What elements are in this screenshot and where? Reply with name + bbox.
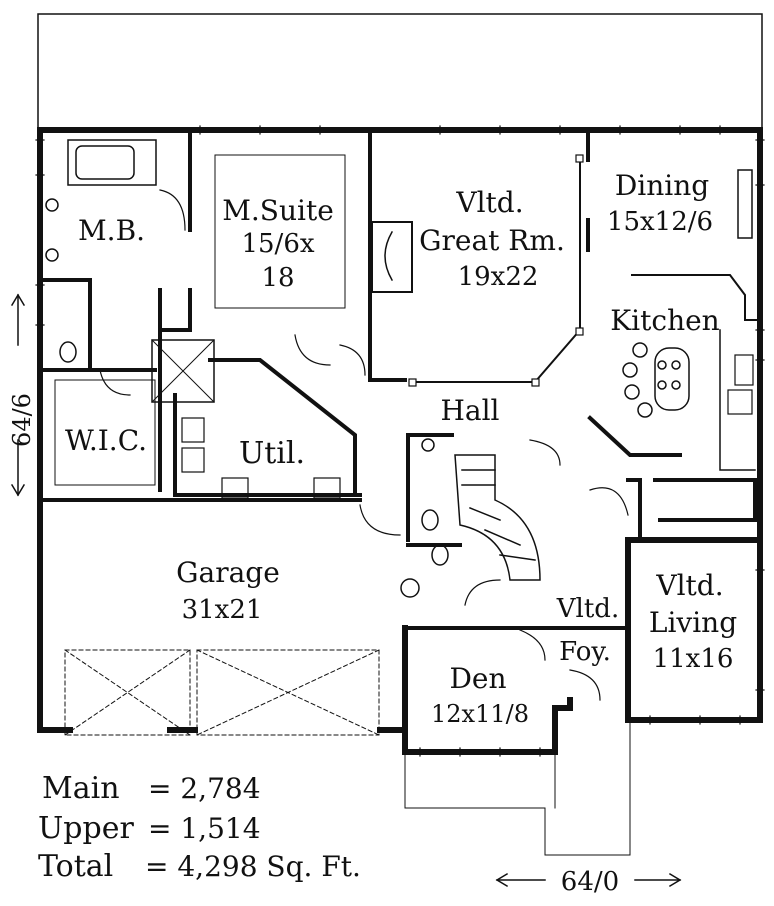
main-area-value: = 2,784: [148, 772, 261, 805]
room-dims-great-room: 19x22: [458, 262, 539, 292]
wic-shelving: [54, 379, 156, 486]
sink-icon: [45, 198, 59, 212]
toilet-icon: [431, 544, 449, 566]
upper-area-value: = 1,514: [148, 812, 261, 845]
dimension-lines: [10, 293, 682, 888]
sink-icon: [421, 438, 435, 452]
windows: [35, 125, 765, 757]
room-label-wic: W.I.C.: [65, 424, 147, 457]
interior-walls: [38, 128, 757, 630]
room-dims-living: 11x16: [653, 644, 734, 674]
room-label-living-2: Living: [649, 606, 737, 639]
room-label-master-suite: M.Suite: [222, 194, 334, 227]
door-swings: [99, 189, 629, 701]
upper-area-label: Upper: [38, 811, 134, 846]
rear-patio: [37, 13, 763, 129]
room-label-living-1: Vltd.: [655, 569, 723, 602]
room-dims-garage: 31x21: [182, 595, 263, 625]
toilet-icon: [59, 341, 77, 363]
total-area-value: = 4,298 Sq. Ft.: [145, 850, 361, 883]
sink-icon: [400, 578, 420, 598]
room-label-kitchen: Kitchen: [610, 304, 719, 337]
depth-dimension: 64/6: [8, 393, 36, 447]
total-area-label: Total: [38, 849, 113, 884]
room-dims-den: 12x11/8: [431, 700, 529, 728]
washer: [181, 417, 205, 443]
main-area-label: Main: [42, 771, 120, 806]
room-label-hall: Hall: [440, 394, 499, 427]
room-label-great-room-1: Vltd.: [455, 186, 523, 219]
fireplace: [371, 221, 413, 293]
garage-doors: [64, 649, 380, 736]
width-dimension: 64/0: [561, 867, 619, 897]
room-label-master-bath: M.B.: [78, 214, 145, 247]
room-label-garage: Garage: [176, 556, 280, 589]
dryer: [181, 447, 205, 473]
toilet-icon: [421, 509, 439, 531]
kitchen-counter: [631, 274, 761, 321]
kitchen-island: [622, 342, 690, 418]
room-label-foyer-1: Vltd.: [556, 594, 619, 624]
bathtub: [67, 139, 157, 186]
sink-icon: [45, 248, 59, 262]
front-porch: [404, 719, 631, 856]
room-label-dining: Dining: [615, 169, 709, 202]
room-dims-master-suite-2: 18: [261, 263, 294, 293]
room-dims-master-suite-1: 15/6x: [241, 229, 314, 259]
staircase: [454, 454, 541, 581]
master-suite-tray: [214, 154, 346, 309]
great-room-bay: [411, 159, 581, 383]
room-label-great-room-2: Great Rm.: [419, 224, 565, 257]
closet: [151, 339, 215, 403]
room-label-den: Den: [449, 662, 506, 695]
room-label-utility: Util.: [239, 436, 305, 471]
room-dims-dining: 15x12/6: [607, 207, 713, 237]
room-label-foyer-2: Foy.: [559, 637, 611, 667]
